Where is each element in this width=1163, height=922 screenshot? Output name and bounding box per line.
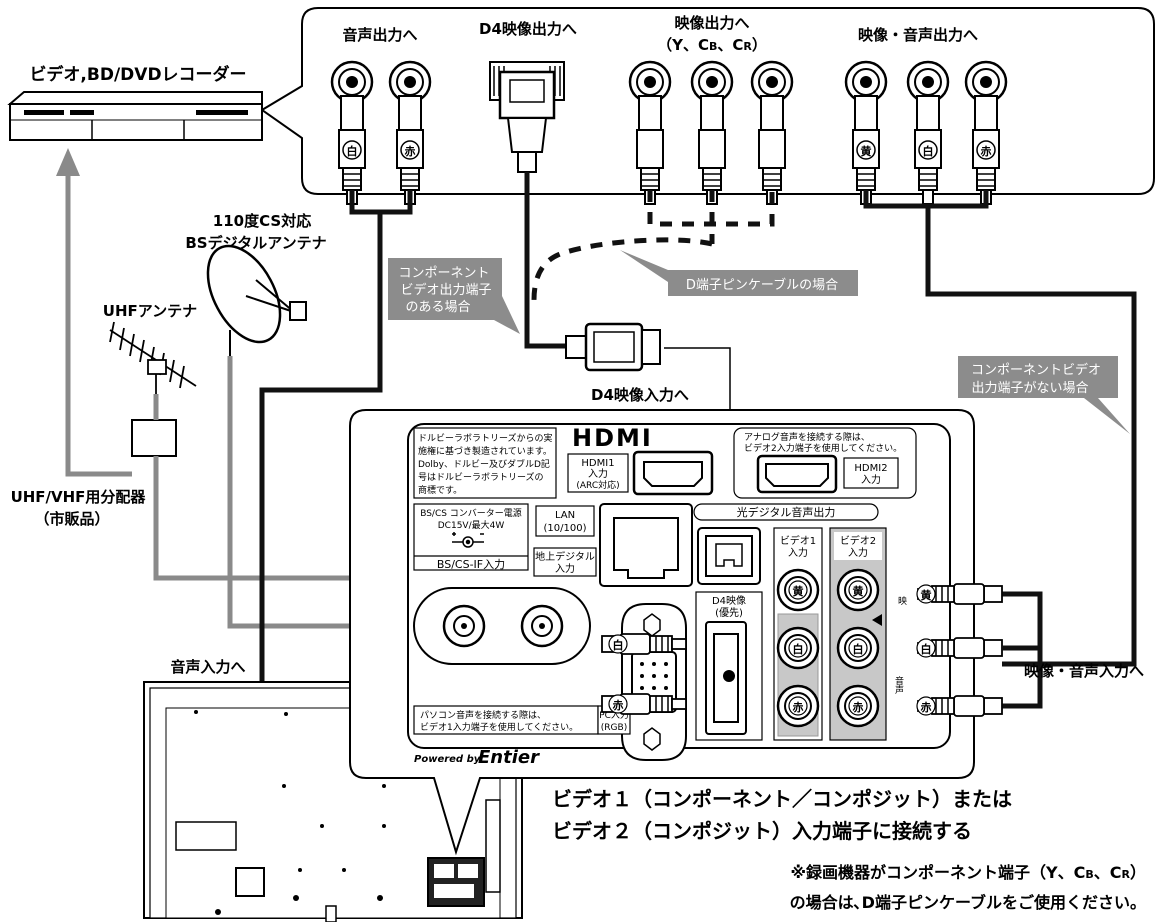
splitter-box (132, 420, 176, 456)
recorder-device (10, 92, 262, 140)
bs-dish-icon (193, 234, 306, 356)
audio-input-label: 音声入力へ (170, 658, 245, 676)
plug-tag-white: 白 (923, 144, 934, 158)
optical-port (698, 528, 760, 584)
callout-component-text: ビデオ出力端子 (400, 282, 491, 298)
socket-tag-yellow: 黄 (853, 584, 864, 598)
dolby-note: Dolby、ドルビー及びダブルD記 (418, 458, 550, 470)
dolby-note: ドルビーラボラトリーズからの実 (418, 432, 553, 444)
plug-tag-red: 赤 (981, 144, 992, 158)
splitter-label: （市販品） (34, 510, 109, 528)
antenna-input-group (414, 588, 590, 664)
recorder-audio-out-label: 音声出力へ (342, 26, 417, 44)
plug-tag-red: 赤 (613, 698, 624, 712)
side-label-video: 映 (898, 595, 907, 607)
video2-label: ビデオ2 (840, 534, 876, 547)
brand-logo: Entier (478, 747, 540, 768)
lan-label: LAN (555, 510, 575, 521)
plug-tag-white: 白 (347, 144, 358, 158)
pc-note: パソコン音声を接続する際は、 (420, 709, 546, 721)
callout-component-text: のある場合 (405, 300, 470, 315)
uhf-antenna-icon (110, 322, 196, 394)
socket-tag-white: 白 (793, 642, 804, 656)
plug-tag-yellow: 黄 (861, 144, 872, 158)
bscs-power-label: BS/CS コンバーター電源 (420, 508, 522, 519)
hdmi2-label: HDMI2 (854, 463, 887, 474)
video2-label: 入力 (848, 546, 868, 559)
terrestrial-label: 地上デジタル (535, 550, 595, 563)
bs-antenna-label: BSデジタルアンテナ (185, 234, 326, 252)
video1-label: ビデオ1 (780, 534, 816, 547)
callout-dpin-text: D端子ピンケーブルの場合 (686, 277, 838, 293)
pc-label: (RGB) (601, 723, 627, 733)
hdmi1-label: 入力 (588, 467, 608, 480)
bscs-input-label: BS/CS-IF入力 (437, 558, 505, 571)
hdmi2-label: 入力 (861, 473, 881, 486)
dolby-note: 号はドルビーラボラトリーズの (418, 471, 544, 483)
callout-no-component-text: 出力端子がない場合 (971, 381, 1088, 396)
splitter-label: UHF/VHF用分配器 (11, 488, 147, 506)
plug-tag-yellow: 黄 (921, 588, 932, 602)
plug-tag-red: 赤 (921, 700, 932, 714)
socket-tag-yellow: 黄 (793, 584, 804, 598)
socket-tag-white: 白 (853, 642, 864, 656)
footer-main-line2: ビデオ２（コンポジット）入力端子に接続する (552, 819, 972, 843)
pc-rgb-port (622, 604, 686, 760)
plug-tag-white: 白 (921, 642, 932, 656)
d4-input-port (706, 622, 746, 734)
recorder-component-out-label: 映像出力へ (674, 14, 749, 32)
recorder-av-out-label: 映像・音声出力へ (858, 26, 978, 44)
optical-label: 光デジタル音声出力 (737, 505, 836, 519)
bscs-power-label: DC15V/最大4W (438, 519, 505, 531)
analog-note: ビデオ2入力端子を使用してください。 (744, 442, 902, 454)
terrestrial-label: 入力 (555, 562, 575, 575)
hdmi1-label: (ARC対応) (576, 479, 619, 491)
plug-tag-white: 白 (613, 638, 624, 652)
side-label-audio: 音声 (893, 675, 904, 695)
plug-tag-red: 赤 (405, 144, 416, 158)
hdmi1-label: HDMI1 (581, 458, 614, 469)
dolby-note: 施権に基づき製造されています。 (418, 445, 552, 457)
lan-label: (10/100) (544, 523, 587, 534)
recorder-d4-out-label: D4映像出力へ (479, 20, 577, 38)
footer-main-line1: ビデオ１（コンポーネント／コンポジット）または (552, 787, 1012, 811)
video1-label: 入力 (788, 546, 808, 559)
callout-no-component-text: コンポーネントビデオ (971, 362, 1101, 378)
pc-note: ビデオ1入力端子を使用してください。 (420, 721, 578, 733)
footer-note-line1: ※録画機器がコンポーネント端子（Y、CB、CR） (790, 863, 1146, 882)
powered-by-text: Powered by (414, 754, 481, 765)
d4-input-label: D4映像入力へ (591, 386, 689, 404)
hdmi1-port (634, 452, 712, 494)
dolby-note: 商標です。 (418, 484, 462, 496)
d4-input-port-label: (優先) (715, 606, 743, 619)
callout-component-text: コンポーネント (398, 266, 489, 281)
av-input-label: 映像・音声入力へ (1024, 662, 1144, 680)
d4-input-port-label: D4映像 (712, 595, 746, 607)
bs-antenna-label: 110度CS対応 (213, 212, 311, 230)
up-arrow-icon (56, 148, 80, 176)
hdmi-logo: HDMI (572, 424, 653, 452)
uhf-antenna-label: UHFアンテナ (103, 302, 197, 320)
socket-tag-red: 赤 (853, 700, 864, 714)
footer-note-line2: の場合は､D端子ピンケーブルをご使用ください。 (790, 893, 1146, 912)
d4-input-plug (566, 324, 660, 370)
recorder-title: ビデオ,BD/DVDレコーダー (29, 64, 246, 85)
lan-port (600, 504, 692, 586)
hdmi2-port (758, 456, 836, 492)
analog-note: アナログ音声を接続する際は、 (744, 431, 870, 443)
socket-tag-red: 赤 (793, 700, 804, 714)
